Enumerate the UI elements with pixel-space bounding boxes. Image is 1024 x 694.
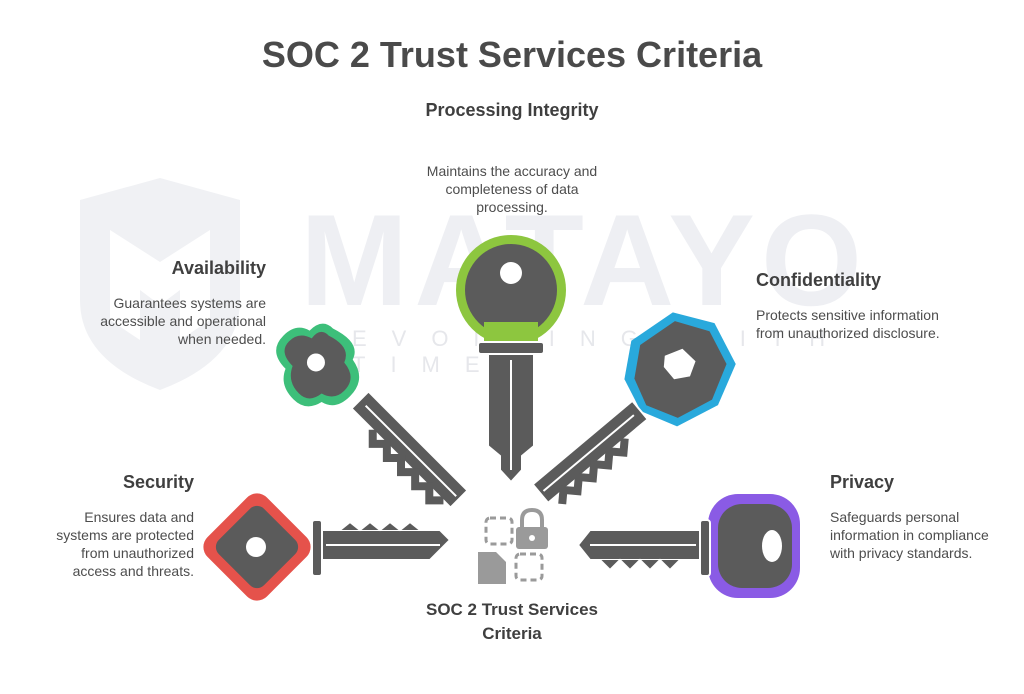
privacy-title: Privacy: [830, 472, 895, 492]
confidentiality-block: Confidentiality Protects sensitive infor…: [756, 268, 946, 342]
processing-integrity-description: Maintains the accuracy and completeness …: [426, 163, 598, 215]
availability-block: Availability Guarantees systems are acce…: [86, 256, 266, 348]
confidentiality-title: Confidentiality: [756, 270, 881, 290]
security-block: Security Ensures data and systems are pr…: [36, 470, 194, 580]
privacy-key-icon: [576, 494, 800, 598]
security-description: Ensures data and systems are protected f…: [56, 509, 194, 579]
center-label: SOC 2 Trust Services Criteria: [426, 600, 598, 643]
confidentiality-key-icon: [531, 312, 736, 505]
privacy-block: Privacy Safeguards personal information …: [830, 470, 1010, 562]
security-key-icon: [203, 493, 452, 601]
watermark-word: MATAYO: [300, 187, 869, 333]
processing-integrity-key-icon: [456, 235, 566, 484]
document-lock-icon: [478, 507, 548, 584]
privacy-description: Safeguards personal information in compl…: [830, 509, 989, 561]
watermark-tagline: EVOLVING WITH TIME: [352, 326, 851, 377]
availability-description: Guarantees systems are accessible and op…: [100, 295, 266, 347]
security-title: Security: [122, 472, 194, 492]
confidentiality-description: Protects sensitive information from unau…: [756, 307, 940, 341]
page-title: SOC 2 Trust Services Criteria: [261, 34, 763, 75]
availability-title: Availability: [171, 258, 266, 278]
processing-integrity-desc-block: Maintains the accuracy and completeness …: [420, 162, 604, 216]
availability-key-icon: [276, 323, 469, 509]
processing-integrity-block: Processing Integrity: [412, 98, 612, 136]
processing-integrity-title: Processing Integrity: [425, 100, 599, 120]
